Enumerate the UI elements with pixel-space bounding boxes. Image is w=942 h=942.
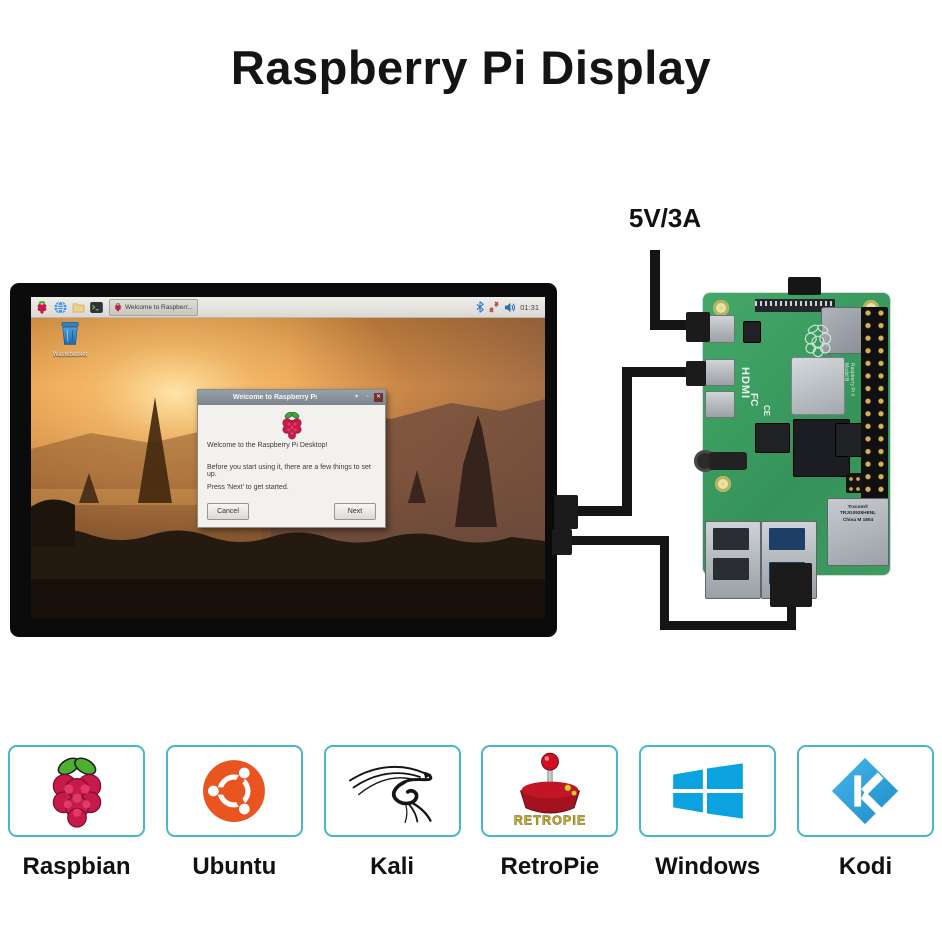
clock: 01:31 — [520, 302, 539, 312]
file-manager-icon[interactable] — [71, 300, 85, 314]
ethernet-part-number: TRJG0926HENL — [839, 510, 877, 517]
cancel-button[interactable]: Cancel — [207, 503, 249, 520]
micro-hdmi-port-1 — [705, 391, 735, 418]
dialog-line-1: Welcome to the Raspberry Pi Desktop! — [207, 442, 328, 449]
mounting-hole — [715, 476, 731, 492]
fcc-mark: FC — [748, 393, 759, 407]
usb-cable-stub — [787, 600, 796, 626]
volume-icon[interactable] — [504, 302, 516, 313]
os-item-ubuntu: Ubuntu — [165, 745, 303, 881]
wastebasket-shortcut[interactable]: Wastebasket — [47, 320, 93, 358]
soc-chip — [791, 357, 845, 415]
ubuntu-logo-icon — [203, 760, 266, 822]
dialog-title: Welcome to Raspberry Pi — [232, 394, 318, 401]
micro-hdmi-port-0 — [705, 359, 735, 386]
supported-os-row: Raspbian — [0, 745, 942, 881]
ethernet-origin: China M 1804 — [842, 516, 874, 523]
pi-usb-plug — [770, 563, 812, 607]
os-item-raspbian: Raspbian — [8, 745, 145, 881]
kali-card — [323, 745, 461, 837]
system-tray: 01:31 — [476, 301, 539, 313]
usb-controller-chip — [755, 423, 790, 453]
display-monitor: Welcome to Raspberr... 01:31 Wastebasket… — [10, 283, 557, 637]
windows-logo-icon — [672, 763, 743, 819]
task-button-welcome[interactable]: Welcome to Raspberr... — [109, 298, 198, 316]
windows-label: Windows — [655, 853, 761, 880]
next-button[interactable]: Next — [334, 503, 376, 520]
usb-cable-horizontal-2 — [660, 621, 796, 630]
power-cable-vertical — [650, 250, 660, 330]
taskbar: Welcome to Raspberr... 01:31 — [31, 297, 545, 318]
hdmi-cable-to-monitor — [574, 506, 632, 516]
task-button-label: Welcome to Raspberr... — [125, 303, 193, 311]
usb-c-power-plug — [686, 312, 710, 342]
shade-button[interactable]: ▾ — [354, 394, 358, 400]
monitor-screen: Welcome to Raspberr... 01:31 Wastebasket… — [31, 297, 545, 619]
pcb-raspberry-logo — [804, 324, 832, 358]
usb2-port — [705, 521, 761, 599]
model-silkscreen: Raspberry Pi 4 Model B — [843, 363, 855, 397]
hdmi-cable-top — [622, 367, 694, 377]
ethernet-port: Trxcom® TRJG0926HENL China M 1804 — [827, 498, 889, 566]
network-disconnected-icon[interactable] — [488, 301, 500, 313]
bluetooth-icon[interactable] — [476, 301, 484, 313]
dialog-line-2: Before you start using it, there are a f… — [207, 464, 371, 478]
power-management-chip — [743, 321, 761, 343]
ubuntu-label: Ubuntu — [192, 853, 277, 880]
sd-slot-tab — [788, 277, 821, 295]
kali-logo-icon — [349, 765, 433, 824]
os-item-retropie: RETROPIE RetroPie — [481, 745, 619, 881]
browser-icon[interactable] — [53, 300, 67, 314]
kodi-logo-icon — [832, 757, 899, 825]
welcome-dialog: Welcome to Raspberry Pi ▾ ▫ ✕ Welcome to… — [197, 389, 386, 528]
retropie-logo-text: RETROPIE — [514, 814, 587, 828]
terminal-icon[interactable] — [89, 300, 103, 314]
ethernet-controller-chip — [835, 423, 864, 457]
power-rating-label: 5V/3A — [628, 203, 702, 233]
maximize-button[interactable]: ▫ — [366, 394, 369, 400]
retropie-logo-icon: RETROPIE — [513, 752, 587, 828]
poe-header — [846, 473, 863, 493]
kodi-card — [796, 745, 934, 837]
ce-mark: CE — [762, 405, 771, 417]
raspberry-pi-board: Trxcom® TRJG0926HENL China M 1804 HDMI F… — [694, 277, 890, 599]
kodi-label: Kodi — [838, 853, 893, 880]
ethernet-brand: Trxcom® — [847, 504, 869, 510]
raspbian-card — [8, 745, 145, 837]
page-title: Raspberry Pi Display — [230, 41, 712, 94]
display-ribbon-connector — [755, 299, 835, 312]
windows-card — [639, 745, 777, 837]
os-item-kali: Kali — [323, 745, 461, 881]
power-cable-horizontal — [650, 320, 696, 330]
monitor-hdmi-connector — [554, 495, 578, 529]
close-button[interactable]: ✕ — [374, 393, 383, 402]
raspberry-menu-icon[interactable] — [35, 300, 49, 314]
raspbian-logo-icon — [52, 757, 101, 828]
ubuntu-card — [165, 745, 303, 837]
usb-cable-vertical — [660, 536, 669, 630]
raspberry-pi-logo — [279, 410, 305, 445]
retropie-card: RETROPIE — [481, 745, 619, 837]
os-item-windows: Windows — [639, 745, 777, 881]
retropie-label: RetroPie — [500, 853, 600, 880]
dialog-titlebar[interactable]: Welcome to Raspberry Pi ▾ ▫ ✕ — [198, 390, 385, 405]
audio-jack — [709, 452, 747, 470]
kali-label: Kali — [370, 853, 415, 880]
dialog-line-3: Press 'Next' to get started. — [207, 484, 289, 491]
mounting-hole — [713, 300, 729, 316]
usb-cable-horizontal-1 — [568, 536, 669, 545]
pi-micro-hdmi-plug — [686, 361, 706, 386]
os-item-kodi: Kodi — [796, 745, 934, 881]
raspbian-label: Raspbian — [22, 853, 131, 880]
monitor-usb-connector — [552, 529, 572, 555]
wastebasket-label: Wastebasket — [52, 352, 88, 358]
hdmi-cable-vertical — [622, 367, 632, 516]
